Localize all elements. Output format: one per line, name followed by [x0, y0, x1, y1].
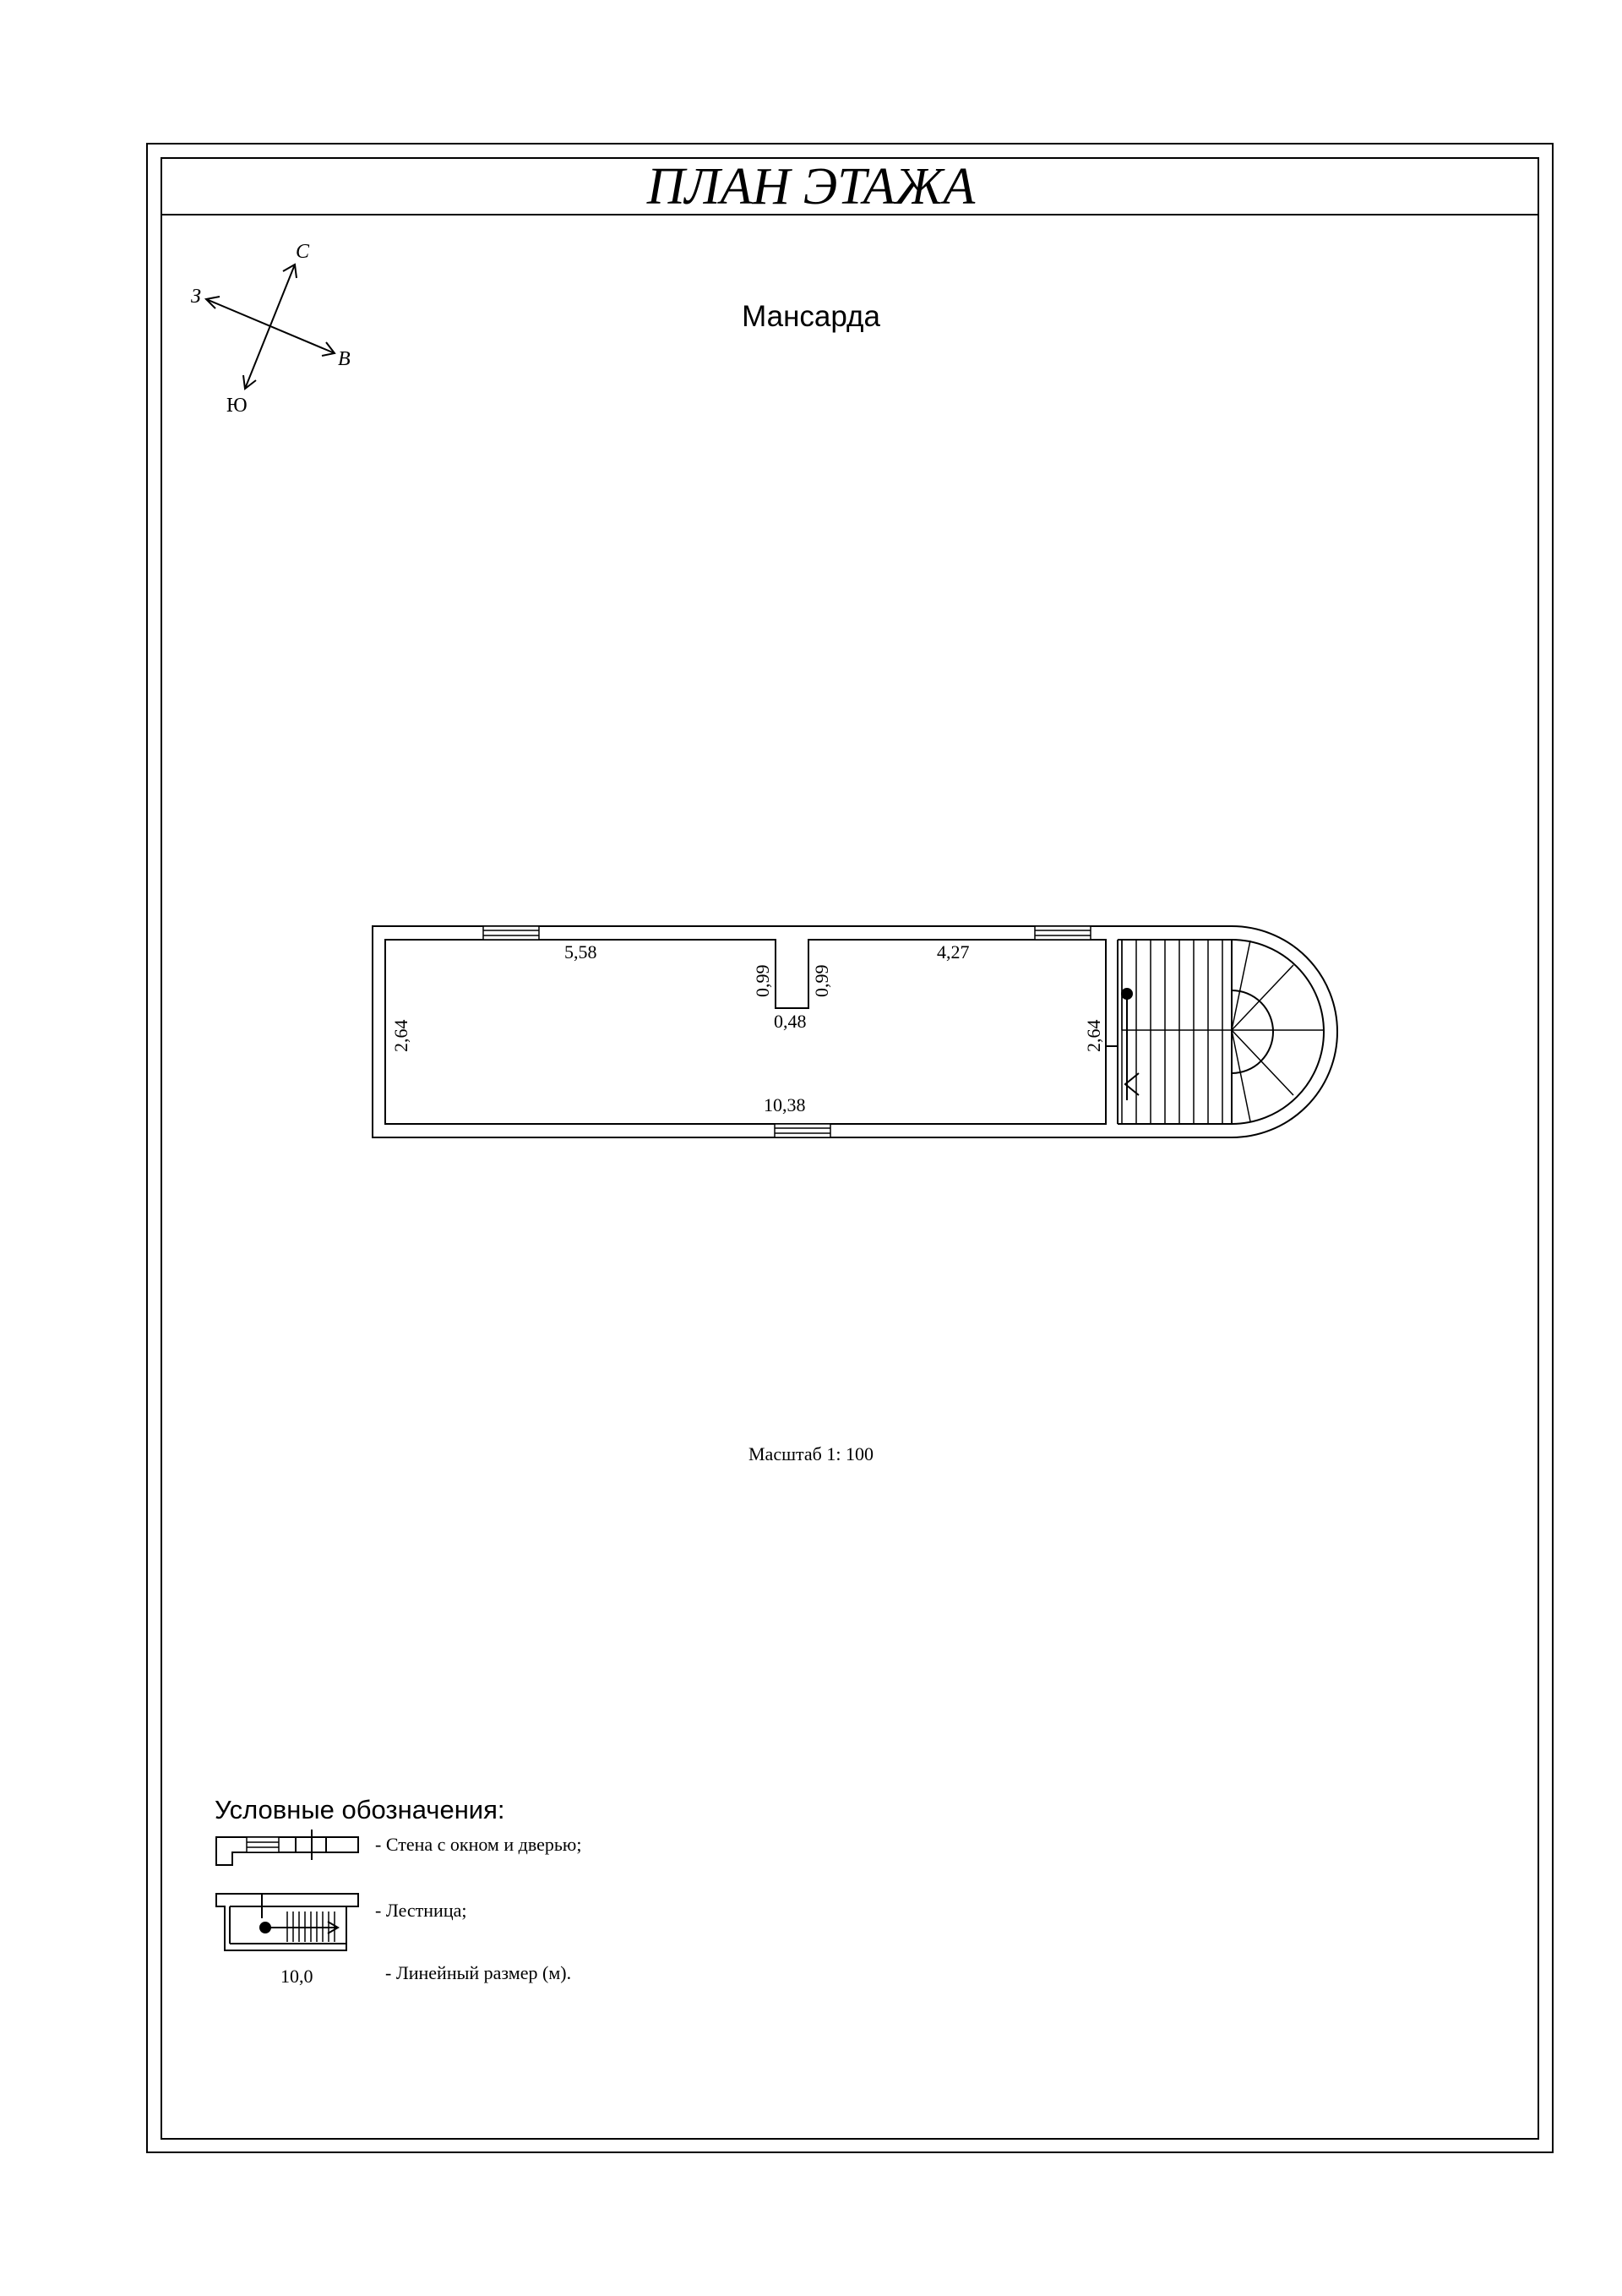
compass-rose: С З В Ю — [191, 241, 351, 417]
dim-top-left: 5,58 — [564, 941, 597, 963]
compass-west-label: З — [191, 286, 201, 308]
window-bottom — [774, 1123, 831, 1138]
window-top-left — [482, 925, 540, 941]
compass-north-label: С — [296, 241, 310, 263]
stair-steps — [1121, 940, 1324, 1125]
room-interior — [384, 939, 1107, 1125]
dim-left-height: 2,64 — [390, 1020, 411, 1053]
legend-dimension-label: - Линейный размер (м). — [385, 1962, 572, 1983]
page-title: ПЛАН ЭТАЖА — [646, 158, 976, 215]
dim-right-height: 2,64 — [1083, 1020, 1104, 1053]
floor-name: Мансарда — [742, 300, 880, 333]
stair-start-dot — [1121, 988, 1133, 1000]
legend-dimension-sample: 10,0 — [280, 1966, 313, 1987]
compass-south-label: Ю — [226, 395, 248, 417]
dim-niche-width: 0,48 — [774, 1011, 807, 1032]
building-plan — [372, 925, 1338, 1138]
legend-title: Условные обозначения: — [215, 1795, 505, 1824]
dim-niche-left: 0,99 — [752, 965, 773, 998]
outer-bay-wall — [1231, 925, 1338, 1138]
stair-outline — [1118, 939, 1233, 1125]
scale-label: Масштаб 1: 100 — [748, 1443, 874, 1464]
legend-stair-symbol — [215, 1893, 359, 1951]
legend-wall-label: - Стена с окном и дверью; — [375, 1834, 582, 1855]
dim-top-right: 4,27 — [937, 941, 970, 963]
legend-stair-label: - Лестница; — [375, 1900, 467, 1921]
dim-niche-right: 0,99 — [811, 965, 832, 998]
dim-bottom: 10,38 — [764, 1094, 806, 1115]
window-top-right — [1034, 925, 1091, 941]
compass-east-label: В — [338, 348, 351, 370]
dimension-labels: 5,58 4,27 0,48 10,38 0,99 0,99 2,64 2,64 — [390, 941, 1104, 1115]
legend-wall-symbol — [215, 1830, 359, 1866]
sheet-frame — [146, 143, 1554, 2153]
